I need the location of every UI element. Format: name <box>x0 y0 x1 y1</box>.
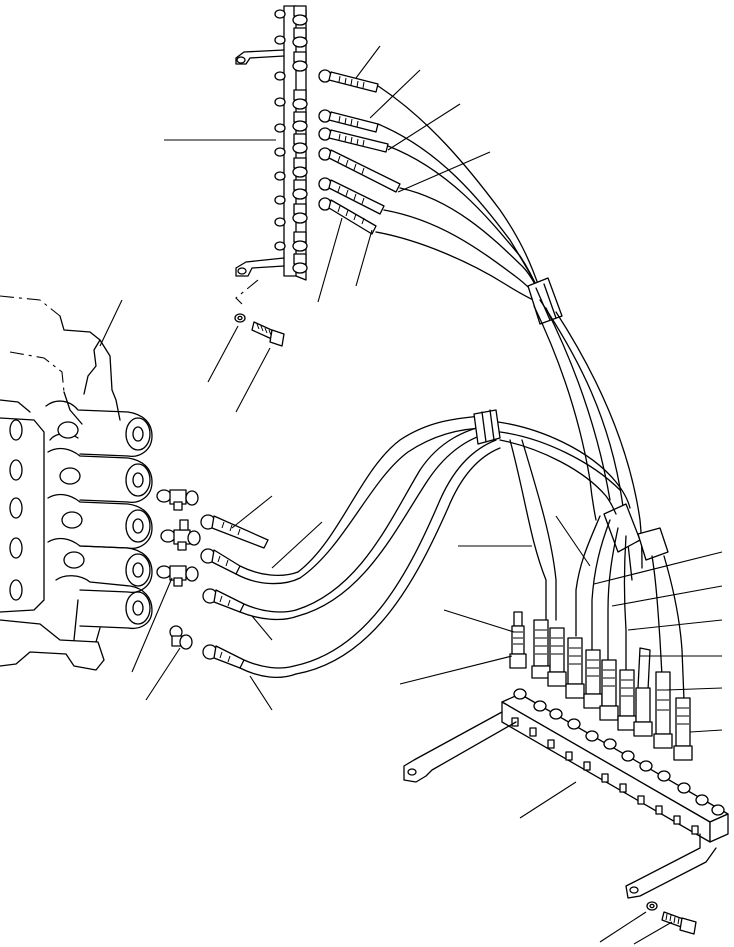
lower-fitting-c <box>547 627 567 687</box>
hose-end-u3 <box>318 127 389 153</box>
adapter-2 <box>160 519 201 551</box>
lower-fitting-j <box>673 697 693 761</box>
lower-fitting-b <box>531 619 551 679</box>
lower-hose-ends <box>509 611 693 761</box>
hose-end-u4 <box>318 147 401 193</box>
valve-spool-2 <box>47 447 153 503</box>
lower-manifold-block <box>403 688 729 899</box>
valve-spool-5 <box>55 575 153 630</box>
upper-manifold-block <box>235 5 308 305</box>
leader-lines <box>99 45 723 945</box>
manifold-right-fittings <box>292 5 308 274</box>
hose-end-l4 <box>202 644 297 679</box>
valve-spool-1 <box>45 400 153 457</box>
left-hose-ends <box>200 514 301 679</box>
adapter-4 <box>169 625 193 650</box>
hose-end-u1 <box>318 69 379 93</box>
lower-block-bottom-ports <box>511 717 699 835</box>
adapter-3 <box>156 565 199 587</box>
hose-end-u2 <box>318 109 379 133</box>
manifold-left-ports <box>274 9 286 251</box>
lower-block-studs <box>513 688 725 816</box>
hose-end-u6 <box>318 197 377 235</box>
middle-hose-bundle <box>293 409 631 675</box>
lower-fitting-f <box>599 659 619 721</box>
lower-fitting-i <box>653 671 673 749</box>
swivel-adapters <box>156 489 201 650</box>
lower-fanout-hoses <box>509 439 685 701</box>
upper-washer-and-bolt <box>234 313 285 347</box>
hose-end-l2 <box>200 548 301 585</box>
lower-fitting-a <box>509 611 527 669</box>
hose-end-l1 <box>200 514 269 549</box>
adapter-1 <box>156 489 199 511</box>
lower-fitting-e <box>583 649 603 709</box>
valve-spool-4 <box>47 537 153 593</box>
upper-hose-bundle <box>375 85 669 581</box>
lower-fitting-g <box>617 669 637 731</box>
lower-fitting-h <box>633 647 653 737</box>
upper-hose-ends <box>318 69 401 235</box>
lower-washer-and-bolt <box>646 901 697 935</box>
hose-end-l3 <box>202 588 299 621</box>
valve-spool-3 <box>47 493 153 549</box>
control-valve-body <box>0 295 153 671</box>
lower-fitting-d <box>565 637 585 699</box>
hose-end-u5 <box>318 177 385 215</box>
